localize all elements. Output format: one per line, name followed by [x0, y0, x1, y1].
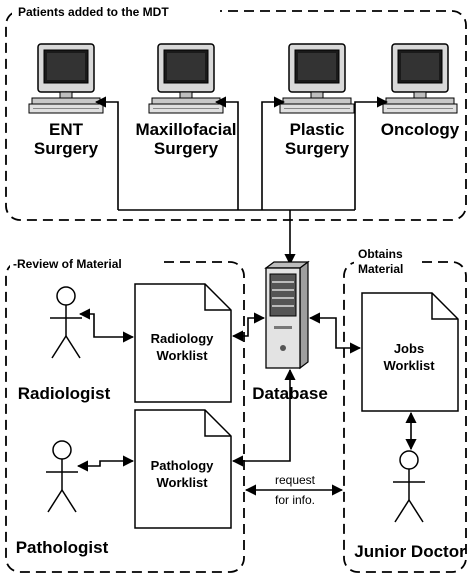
mdt-group-label: Patients added to the MDT: [18, 5, 169, 19]
pathologist-figure-icon: [45, 440, 79, 513]
junior-doctor-label: Junior Doctor: [354, 542, 466, 561]
computer-label-ent-2: Surgery: [34, 139, 99, 158]
computer-label-maxillofacial-1: Maxillofacial: [135, 120, 236, 139]
computer-icon-oncology: [382, 43, 458, 114]
obtains-group-label-1: Obtains: [358, 247, 403, 261]
obtains-group-box: [343, 261, 467, 573]
radiologist-figure-icon: [49, 286, 83, 359]
jobs-worklist-label-2: Worklist: [383, 358, 435, 373]
radiology-worklist-label-2: Worklist: [156, 348, 208, 363]
mdt-connectors: [94, 96, 389, 266]
jobs-worklist-label-1: Jobs: [394, 341, 424, 356]
computer-icon-ent: [28, 43, 104, 114]
computer-label-plastic-1: Plastic: [290, 120, 345, 139]
obtains-group-label-2: Material: [358, 262, 403, 276]
computer-icon-maxillofacial: [148, 43, 224, 114]
pathology-worklist-label-1: Pathology: [151, 458, 215, 473]
review-group-label: -Review of Material: [13, 257, 122, 271]
mdt-group-box: [5, 10, 467, 221]
radiologist-label: Radiologist: [18, 384, 111, 403]
junior-doctor-figure-icon: [392, 450, 426, 523]
computer-label-ent-1: ENT: [49, 120, 84, 139]
computer-label-oncology-1: Oncology: [381, 120, 460, 139]
request-note-line2: for info.: [275, 493, 315, 507]
computer-label-maxillofacial-2: Surgery: [154, 139, 219, 158]
computer-icon-plastic: [279, 43, 355, 114]
pathology-worklist-label-2: Worklist: [156, 475, 208, 490]
pathologist-label: Pathologist: [16, 538, 109, 557]
request-note-line1: request: [275, 473, 316, 487]
computer-label-plastic-2: Surgery: [285, 139, 350, 158]
radiology-worklist-label-1: Radiology: [151, 331, 215, 346]
workflow-arrows: [76, 308, 417, 496]
database-server-icon: [264, 260, 310, 370]
